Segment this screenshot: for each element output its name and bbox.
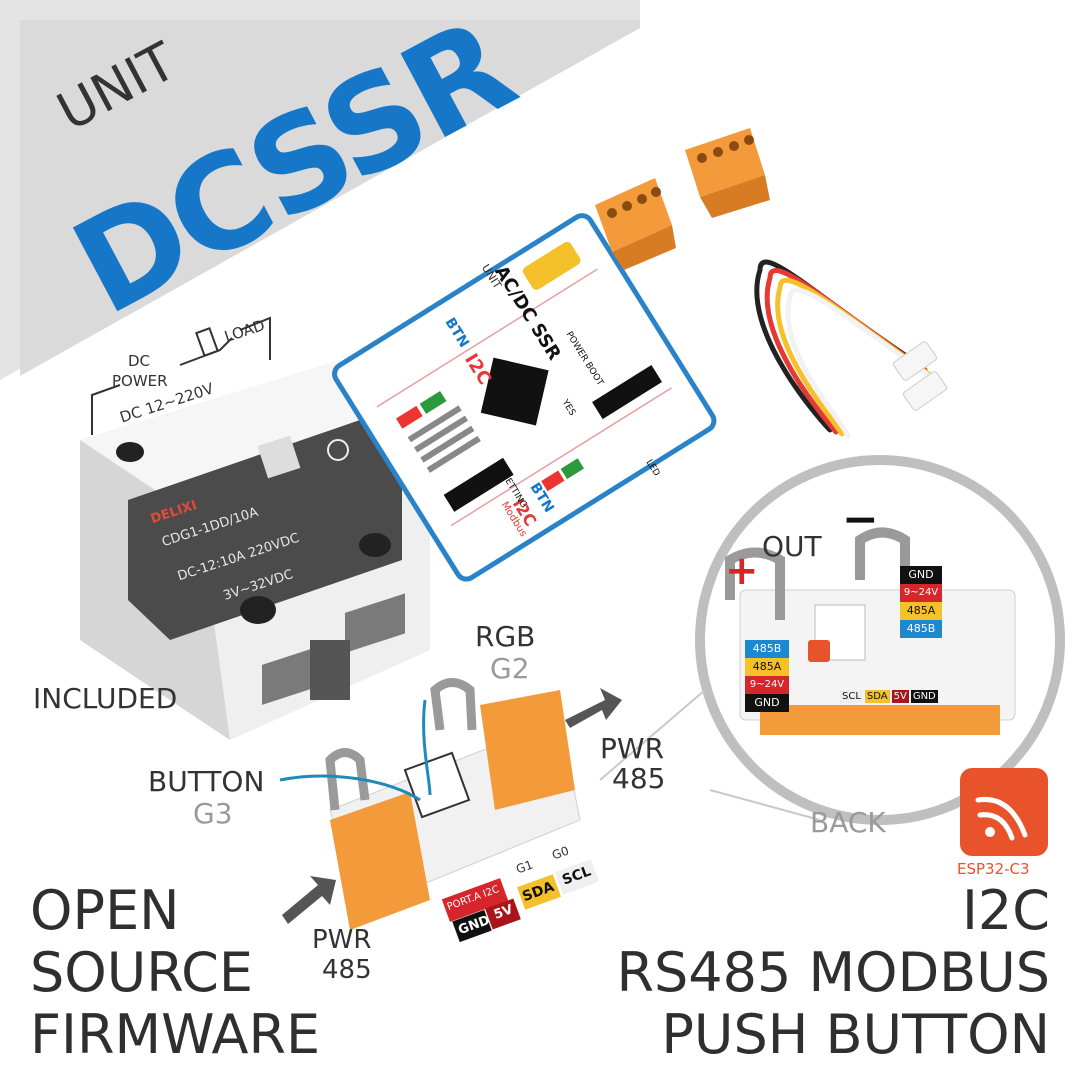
callout-line xyxy=(709,789,821,821)
feature-firmware: FIRMWARE xyxy=(30,1003,321,1066)
feature-rs485-modbus: RS485 MODBUS xyxy=(616,941,1050,1004)
feature-push-button: PUSH BUTTON xyxy=(661,1003,1050,1066)
rgb-label: RGB xyxy=(475,620,536,653)
wiring-lines xyxy=(91,316,271,435)
pin-485b: 485B xyxy=(900,620,942,638)
back-module xyxy=(725,527,1016,735)
qr-code xyxy=(257,435,301,479)
included-label: INCLUDED xyxy=(33,682,178,715)
espressif-icon xyxy=(975,796,1028,841)
back-bottom-pins: SCL SDA 5V GND xyxy=(840,690,938,703)
pwr-label-bottom: PWR xyxy=(312,925,372,955)
feature-source: SOURCE xyxy=(30,941,253,1004)
features-left: OPEN SOURCE FIRMWARE xyxy=(30,880,320,1066)
back-right-pins: GND 9~24V 485A 485B xyxy=(900,566,942,638)
minus-sign: − xyxy=(842,494,879,545)
out-label: OUT xyxy=(762,530,822,563)
terminal-block xyxy=(685,128,770,218)
pin-485a: 485A xyxy=(745,658,789,676)
button-label: BUTTON xyxy=(148,765,265,798)
pwr-label-right: PWR xyxy=(600,732,665,765)
pin-sda: SDA xyxy=(864,690,890,703)
relay-module xyxy=(80,360,430,740)
plus-sign: + xyxy=(725,548,759,594)
pwr-485-label-bottom: 485 xyxy=(322,955,372,985)
pin-scl: SCL xyxy=(840,690,863,703)
power-label: POWER xyxy=(112,372,168,390)
cert-mark xyxy=(327,439,349,461)
mount-hole xyxy=(116,442,144,462)
features-right: I2C RS485 MODBUS PUSH BUTTON xyxy=(616,880,1050,1066)
terminal-block xyxy=(595,178,676,270)
dc-label: DC xyxy=(128,352,151,370)
grove-cable xyxy=(754,259,938,439)
feature-open: OPEN xyxy=(30,879,180,942)
pin-9-24v: 9~24V xyxy=(900,584,942,602)
arrow xyxy=(282,688,622,924)
pin-gnd: GND xyxy=(745,694,789,712)
back-label: BACK xyxy=(810,806,886,839)
pin-9-24v: 9~24V xyxy=(745,676,789,694)
pin-gnd: GND xyxy=(900,566,942,584)
button-pin-label: G3 xyxy=(193,797,233,830)
back-left-pins: 485B 485A 9~24V GND xyxy=(745,640,789,712)
callout-line xyxy=(599,689,706,781)
port-a-label xyxy=(441,859,599,943)
rgb-pin-label: G2 xyxy=(490,652,530,685)
pin-gnd: GND xyxy=(910,690,938,703)
pwr-485-label-right: 485 xyxy=(612,762,666,795)
pin-5v: 5V xyxy=(891,690,909,703)
front-module xyxy=(325,678,581,930)
espressif-logo xyxy=(960,768,1048,856)
esp-chip-label: ESP32-C3 xyxy=(957,860,1030,878)
relay-label-plate xyxy=(128,420,402,640)
button-pointer xyxy=(279,774,421,802)
pin-485a: 485A xyxy=(900,602,942,620)
feature-i2c: I2C xyxy=(962,879,1050,942)
instruction-card xyxy=(332,213,717,582)
mount-hole xyxy=(240,596,276,624)
rgb-pointer xyxy=(422,699,432,796)
mount-hole xyxy=(359,533,391,557)
pin-485b: 485B xyxy=(745,640,789,658)
title-banner-shadow xyxy=(20,20,640,376)
